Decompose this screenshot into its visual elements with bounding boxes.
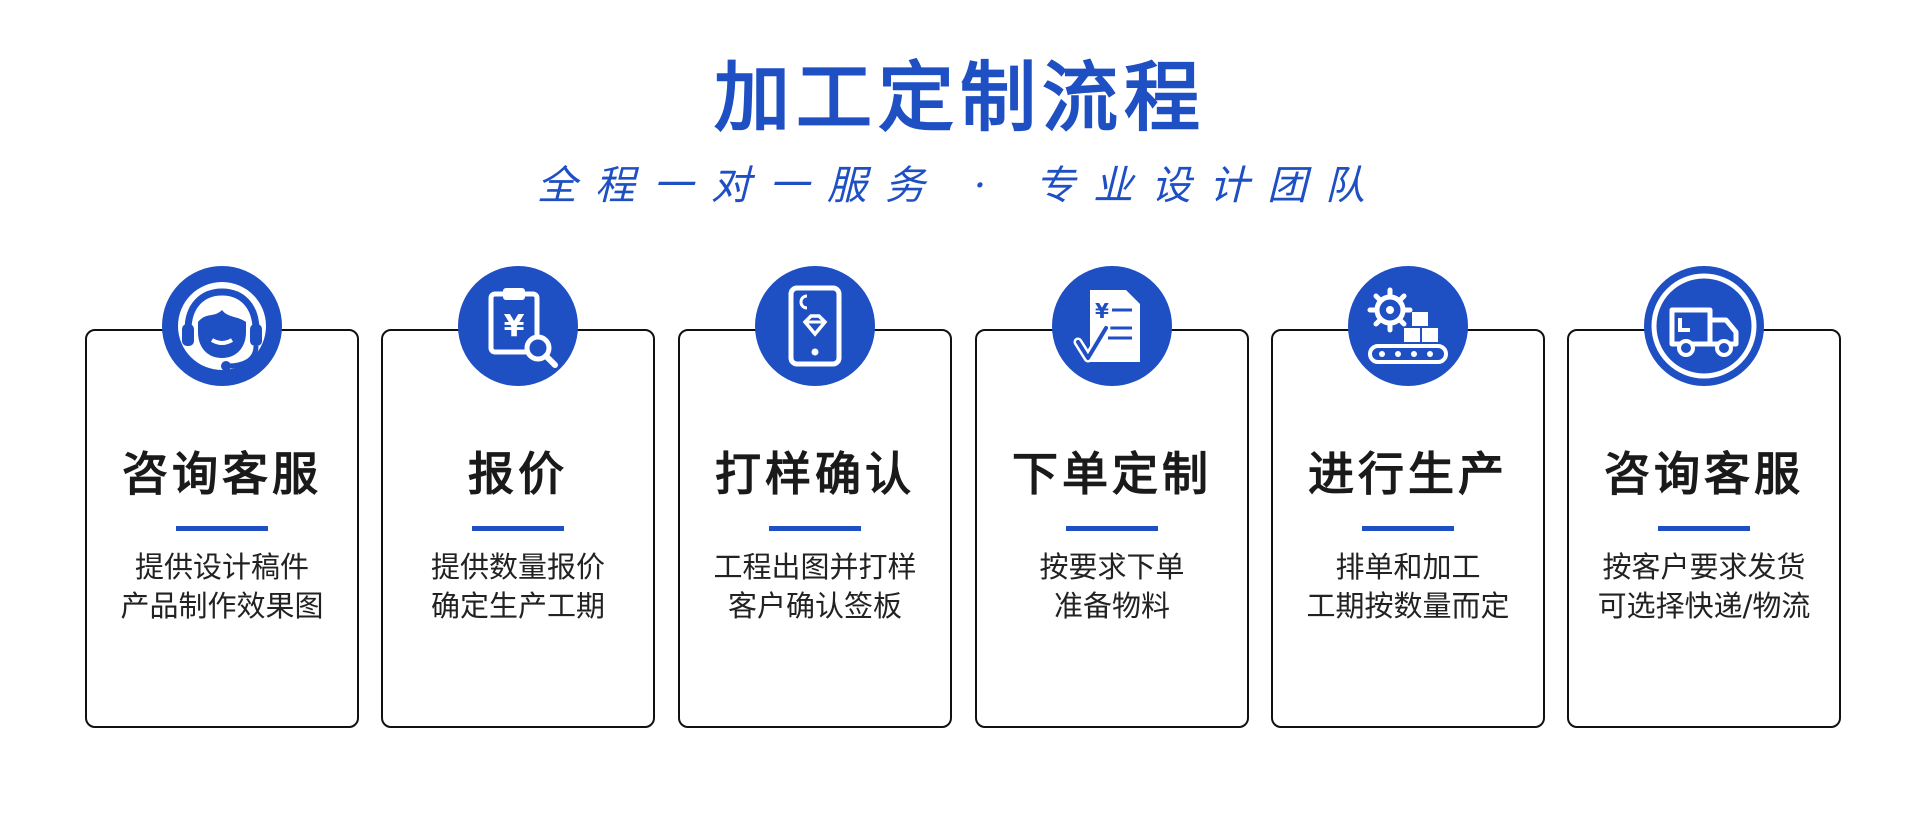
step-description-line: 工期按数量而定	[1306, 589, 1510, 623]
step-description: 按要求下单 准备物料	[975, 548, 1249, 626]
step-description-line: 提供数量报价	[430, 550, 605, 584]
step-description-line: 确定生产工期	[430, 589, 605, 623]
step-quote: ¥ 报价 提供数量报价 确定生产工期	[381, 266, 655, 728]
step-description-line: 排单和加工	[1335, 550, 1481, 584]
step-title: 咨询客服	[122, 447, 322, 501]
step-description: 排单和加工 工期按数量而定	[1271, 548, 1545, 626]
step-divider	[472, 526, 564, 531]
step-description: 提供数量报价 确定生产工期	[381, 548, 655, 626]
step-description-line: 工程出图并打样	[713, 550, 917, 584]
step-card	[381, 329, 655, 728]
step-sample: 打样确认 工程出图并打样 客户确认签板	[678, 266, 952, 728]
step-delivery: 咨询客服 按客户要求发货 可选择快递/物流	[1567, 266, 1841, 728]
headset-agent-icon	[162, 266, 282, 386]
step-description-line: 客户确认签板	[727, 589, 902, 623]
step-title: 下单定制	[1012, 447, 1212, 501]
step-description-line: 可选择快递/物流	[1597, 589, 1811, 623]
sample-card-diamond-icon	[755, 266, 875, 386]
step-divider	[769, 526, 861, 531]
step-order: ¥ 下单定制 按要求下单 准备物料	[975, 266, 1249, 728]
step-description: 提供设计稿件 产品制作效果图	[85, 548, 359, 626]
svg-text:¥: ¥	[1095, 299, 1109, 323]
step-description: 工程出图并打样 客户确认签板	[678, 548, 952, 626]
step-description-line: 准备物料	[1053, 589, 1170, 623]
step-divider	[1658, 526, 1750, 531]
step-description-line: 产品制作效果图	[120, 589, 324, 623]
clipboard-price-search-icon: ¥	[458, 266, 578, 386]
step-divider	[1066, 526, 1158, 531]
process-steps: 咨询客服 提供设计稿件 产品制作效果图 ¥ 报价 提供数量报价 确定生产工期	[85, 266, 1841, 728]
step-consult: 咨询客服 提供设计稿件 产品制作效果图	[85, 266, 359, 728]
step-divider	[1362, 526, 1454, 531]
step-description-line: 按要求下单	[1039, 550, 1185, 584]
page-title: 加工定制流程	[714, 53, 1206, 142]
svg-text:¥: ¥	[504, 309, 525, 344]
order-document-check-icon: ¥	[1052, 266, 1172, 386]
step-description-line: 按客户要求发货	[1602, 550, 1806, 584]
page-subtitle: 全程一对一服务 · 专业设计团队	[536, 163, 1384, 209]
step-description-line: 提供设计稿件	[134, 550, 309, 584]
step-description: 按客户要求发货 可选择快递/物流	[1567, 548, 1841, 626]
step-title: 打样确认	[715, 447, 915, 501]
step-title: 报价	[468, 447, 568, 501]
step-production: 进行生产 排单和加工 工期按数量而定	[1271, 266, 1545, 728]
step-divider	[176, 526, 268, 531]
step-title: 进行生产	[1308, 447, 1508, 501]
gear-conveyor-production-icon	[1348, 266, 1468, 386]
delivery-truck-icon	[1644, 266, 1764, 386]
step-title: 咨询客服	[1604, 447, 1804, 501]
